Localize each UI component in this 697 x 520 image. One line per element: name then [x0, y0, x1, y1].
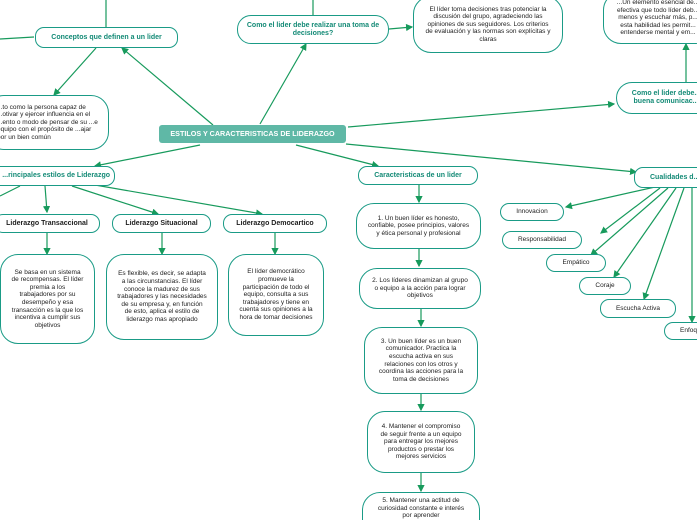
caracteristica-3-text: 3. Un buen líder es un buen comunicador.…	[378, 337, 464, 383]
estilo-transaccional-desc: Se basa en un sistema de recompensas. El…	[11, 268, 84, 329]
caracteristica-4-text: 4. Mantener el compromiso de seguir fren…	[380, 423, 462, 461]
cualidad-innovacion[interactable]: Innovacion	[500, 203, 564, 221]
conceptos-definicion[interactable]: ...to como la persona capaz de ...otivar…	[0, 95, 109, 150]
topic-comunicacion[interactable]: Como el lider debe... buena comunicac...	[616, 82, 697, 114]
cualidad-escucha-activa[interactable]: Escucha Activa	[600, 299, 676, 318]
estilo-democratico-desc: El líder democrático promueve la partici…	[239, 268, 313, 321]
estilo-democratico-text[interactable]: El líder democrático promueve la partici…	[228, 254, 324, 336]
caracteristica-2[interactable]: 2. Los líderes dinamizan al grupo o equi…	[359, 268, 481, 309]
topic-caracteristicas[interactable]: Caracteristicas de un lider	[358, 166, 478, 185]
decisiones-detalle[interactable]: El líder toma decisiones tras potenciar …	[413, 0, 563, 53]
estilo-situacional-title: Liderazgo Situacional	[125, 219, 198, 227]
cualidad-enfoque-label: Enfoq...	[680, 327, 697, 334]
estilo-transaccional-text[interactable]: Se basa en un sistema de recompensas. El…	[0, 254, 95, 344]
decisiones-detalle-text: El líder toma decisiones tras potenciar …	[425, 5, 551, 43]
caracteristica-5-text: 5. Mantener una actitud de curiosidad co…	[377, 497, 465, 520]
topic-caracteristicas-label: Caracteristicas de un lider	[374, 171, 462, 179]
estilo-situacional[interactable]: Liderazgo Situacional	[112, 214, 211, 233]
central-topic[interactable]: ESTILOS Y CARACTERISTICAS DE LIDERAZGO	[159, 125, 346, 143]
caracteristica-2-text: 2. Los líderes dinamizan al grupo o equi…	[372, 277, 468, 300]
topic-decisiones-label: Como el lider debe realizar una toma de …	[246, 21, 380, 37]
caracteristica-4[interactable]: 4. Mantener el compromiso de seguir fren…	[367, 411, 475, 473]
comunicacion-detalle-text: ...Un elemento esencial de... efectiva q…	[616, 0, 697, 37]
caracteristica-1-text: 1. Un buen líder es honesto, confiable, …	[367, 214, 470, 237]
cualidad-enfoque[interactable]: Enfoq...	[664, 322, 697, 340]
conceptos-definicion-text: ...to como la persona capaz de ...otivar…	[0, 103, 98, 141]
topic-cualidades-label: Cualidades d...	[650, 173, 697, 181]
topic-decisiones[interactable]: Como el lider debe realizar una toma de …	[237, 15, 389, 44]
estilo-situacional-desc: Es flexible, es decir, se adapta a las c…	[117, 270, 207, 323]
caracteristica-1[interactable]: 1. Un buen líder es honesto, confiable, …	[356, 203, 481, 249]
estilo-democratico-title: Liderazgo Democartico	[236, 219, 314, 227]
topic-estilos-label: ...rincipales estilos de Liderazgo	[2, 172, 110, 179]
estilo-transaccional[interactable]: Liderazgo Transaccional	[0, 214, 100, 233]
estilo-situacional-text[interactable]: Es flexible, es decir, se adapta a las c…	[106, 254, 218, 340]
central-topic-label: ESTILOS Y CARACTERISTICAS DE LIDERAZGO	[170, 129, 335, 138]
cualidad-responsabilidad-label: Responsabilidad	[517, 236, 567, 243]
cualidad-empatico[interactable]: Empático	[546, 254, 606, 272]
topic-conceptos-label: Conceptos que definen a un lider	[51, 33, 162, 41]
cualidad-coraje[interactable]: Coraje	[579, 277, 631, 295]
topic-estilos[interactable]: ...rincipales estilos de Liderazgo	[0, 166, 115, 186]
cualidad-escucha-activa-label: Escucha Activa	[615, 304, 661, 312]
caracteristica-5[interactable]: 5. Mantener una actitud de curiosidad co…	[362, 492, 480, 520]
topic-cualidades[interactable]: Cualidades d...	[634, 167, 697, 188]
cualidad-innovacion-label: Innovacion	[516, 208, 548, 215]
comunicacion-detalle[interactable]: ...Un elemento esencial de... efectiva q…	[603, 0, 697, 44]
cualidad-responsabilidad[interactable]: Responsabilidad	[502, 231, 582, 249]
cualidad-empatico-label: Empático	[562, 259, 590, 266]
topic-comunicacion-label: Como el lider debe... buena comunicac...	[631, 90, 697, 105]
estilo-democratico[interactable]: Liderazgo Democartico	[223, 214, 327, 233]
cualidad-coraje-label: Coraje	[595, 282, 615, 289]
estilo-transaccional-title: Liderazgo Transaccional	[6, 219, 88, 227]
topic-conceptos[interactable]: Conceptos que definen a un lider	[35, 27, 178, 48]
caracteristica-3[interactable]: 3. Un buen líder es un buen comunicador.…	[364, 327, 478, 394]
